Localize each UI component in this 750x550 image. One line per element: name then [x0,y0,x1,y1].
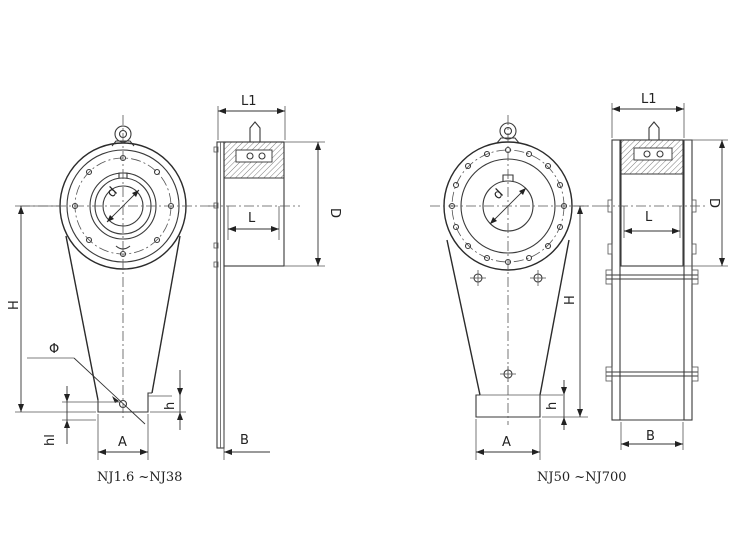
right-side-view [600,103,728,450]
label-H-right: H [563,295,578,305]
left-front-view [15,115,215,460]
label-h-left: h [163,402,178,410]
label-D-right: D [706,198,721,208]
label-L-right: L [645,210,653,225]
label-L1-left: L1 [241,94,257,109]
label-phi: Φ [49,342,59,357]
label-A-left: A [118,435,127,450]
left-side-view [208,106,325,460]
label-H-left: H [7,300,22,310]
caption-right: NJ50 ~NJ700 [537,470,627,485]
label-B-left: B [240,433,249,448]
label-A-right: A [502,435,511,450]
label-hl: hl [43,434,58,446]
label-d-right: d [490,186,506,202]
label-L1-right: L1 [641,92,657,107]
label-D-left: D [327,208,342,218]
label-L-left: L [248,211,256,226]
caption-left: NJ1.6 ~NJ38 [97,470,182,485]
right-front-view [430,115,600,460]
label-h-right: h [545,402,560,410]
label-B-right: B [646,429,655,444]
